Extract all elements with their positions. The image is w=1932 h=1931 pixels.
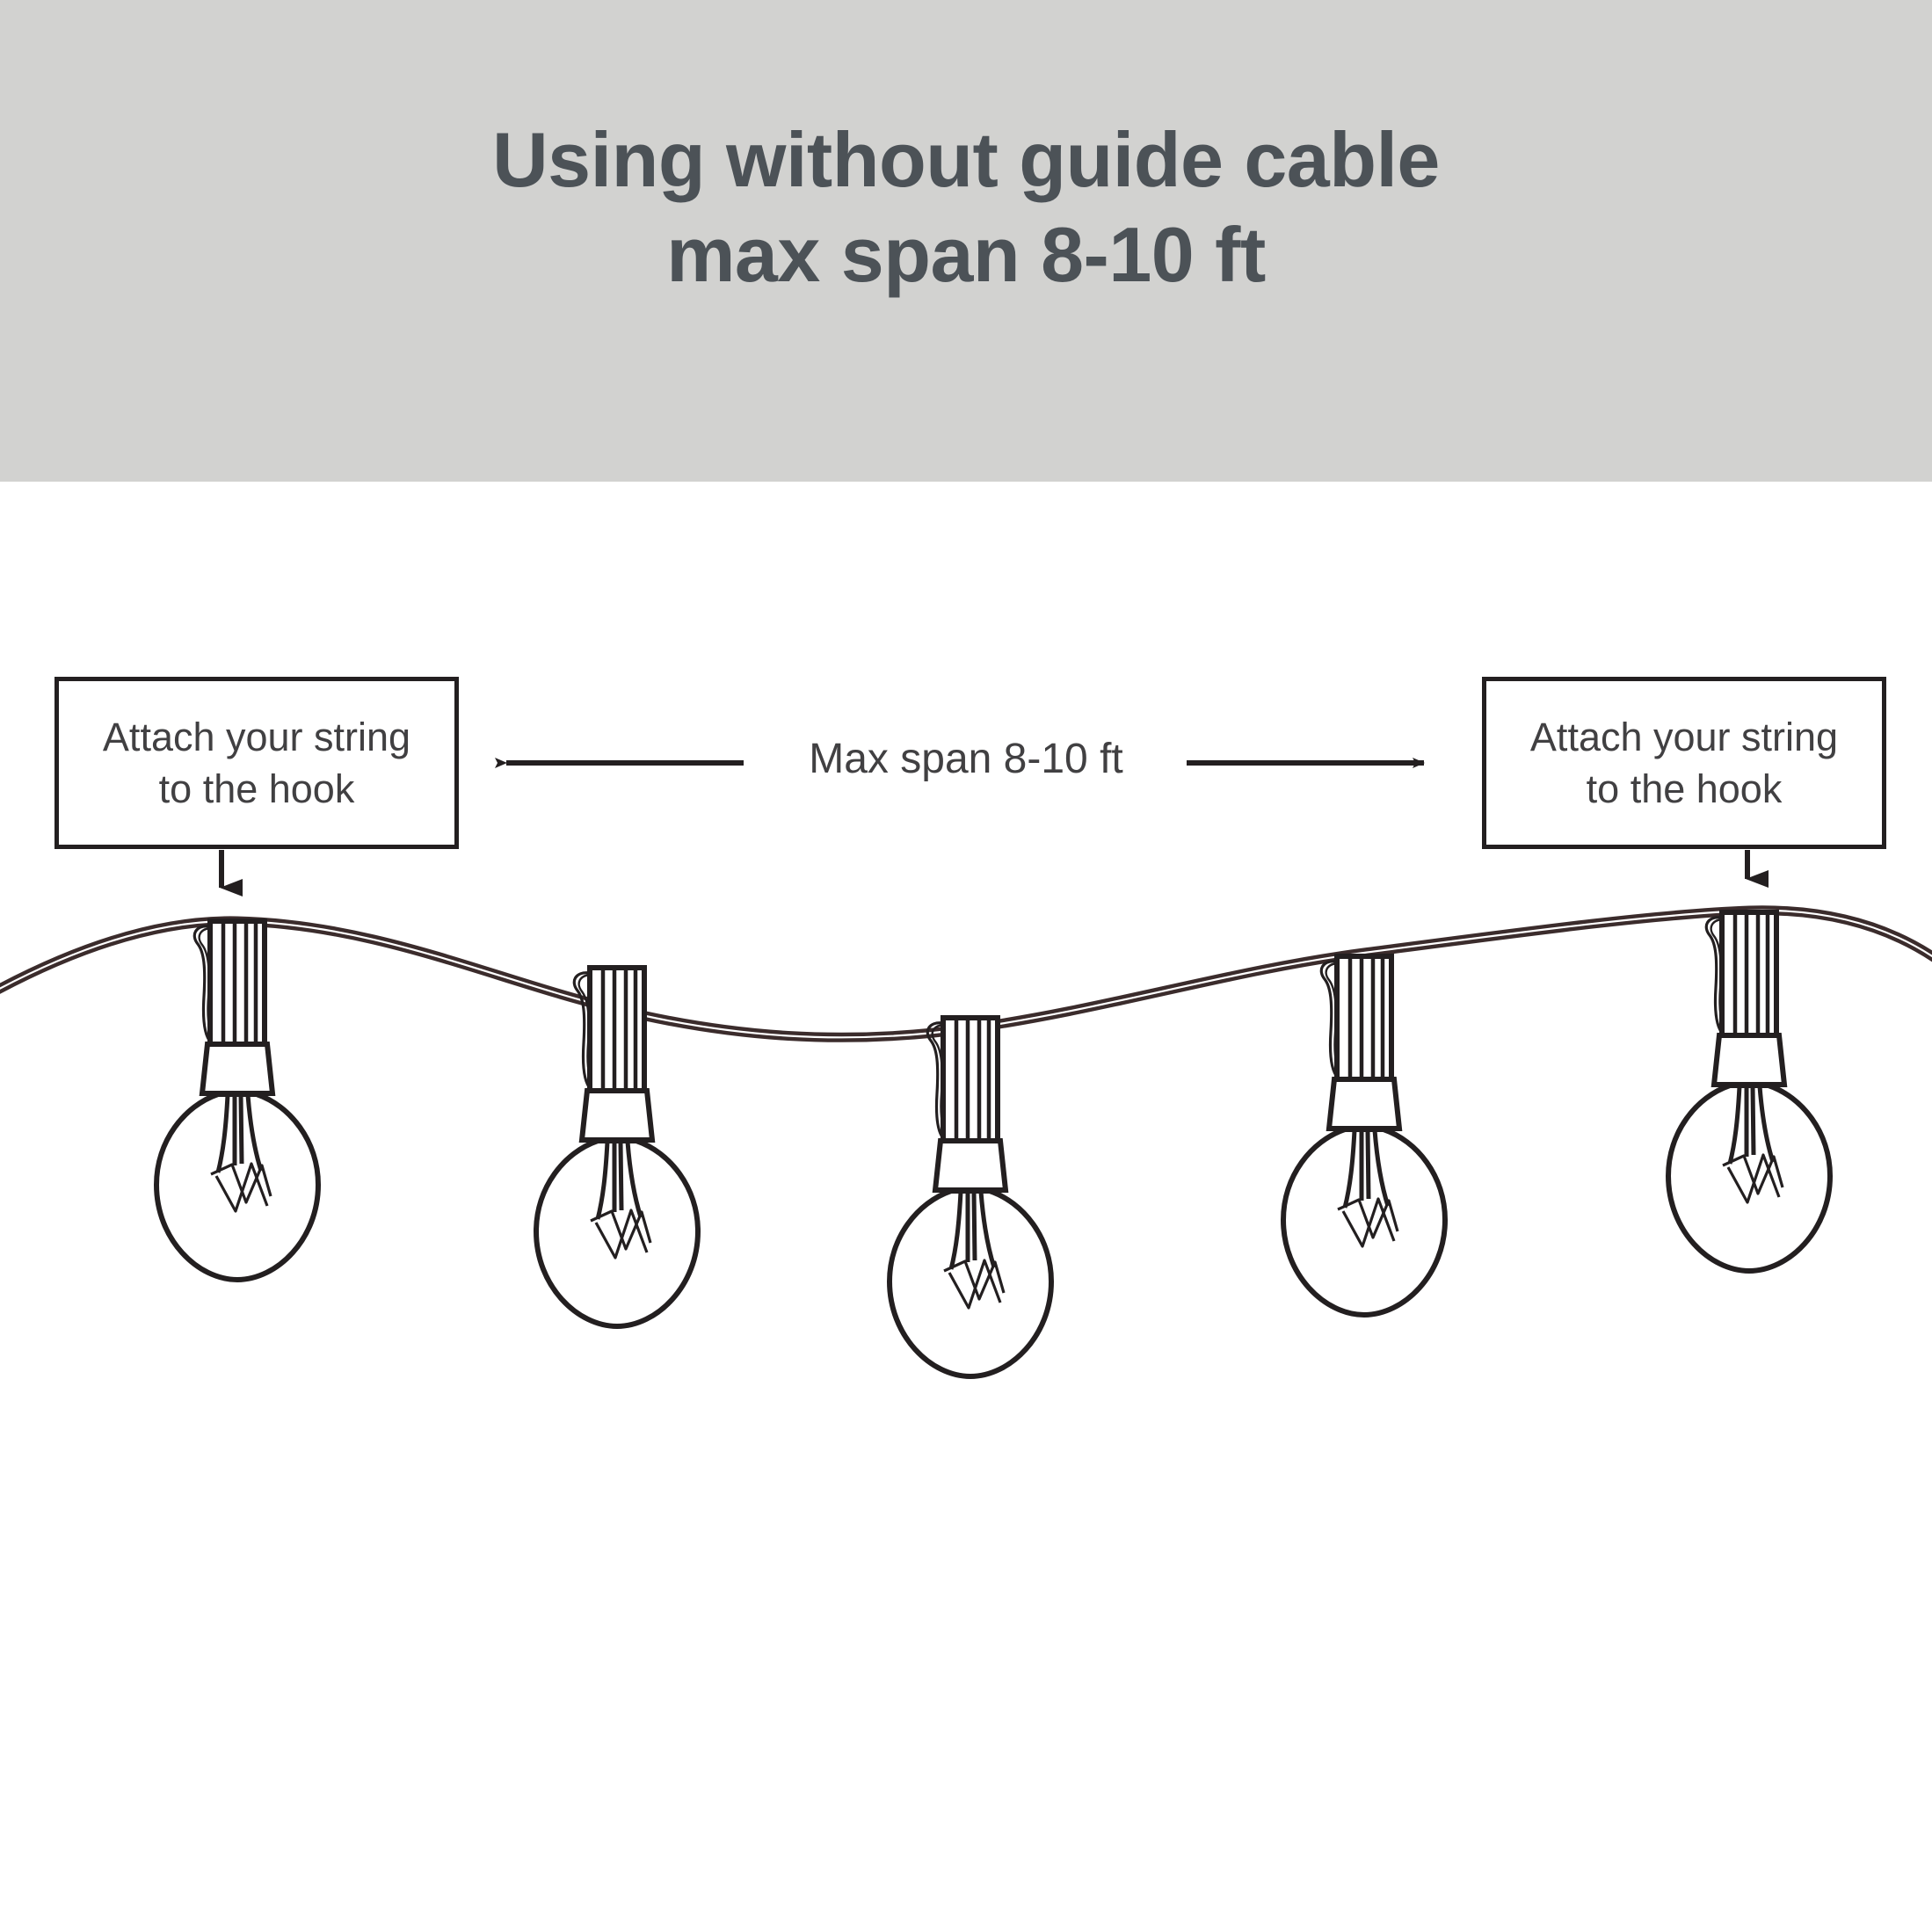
diagram-canvas: Attach your string to the hook Attach yo… [0,482,1932,1931]
callout-box-left: Attach your string to the hook [54,677,459,849]
string-lights-illustration [0,758,1932,1931]
callout-left-line-1: Attach your string [102,715,411,759]
callout-box-right: Attach your string to the hook [1482,677,1886,849]
span-measure-label: Max span 8-10 ft [764,734,1168,785]
header-banner: Using without guide cable max span 8-10 … [0,0,1932,482]
header-title-line-1: Using without guide cable [492,116,1440,203]
callout-left-line-2: to the hook [158,766,355,811]
bulb-1 [156,921,318,1280]
callout-right-text: Attach your string to the hook [1520,711,1848,815]
bulb-3 [890,1018,1051,1376]
header-title-line-2: max span 8-10 ft [666,211,1266,298]
bulb-5 [1668,912,1830,1271]
callout-right-line-2: to the hook [1586,766,1783,811]
callout-left-text: Attach your string to the hook [92,711,421,815]
callout-right-line-1: Attach your string [1529,715,1839,759]
bulb-4 [1283,956,1445,1315]
